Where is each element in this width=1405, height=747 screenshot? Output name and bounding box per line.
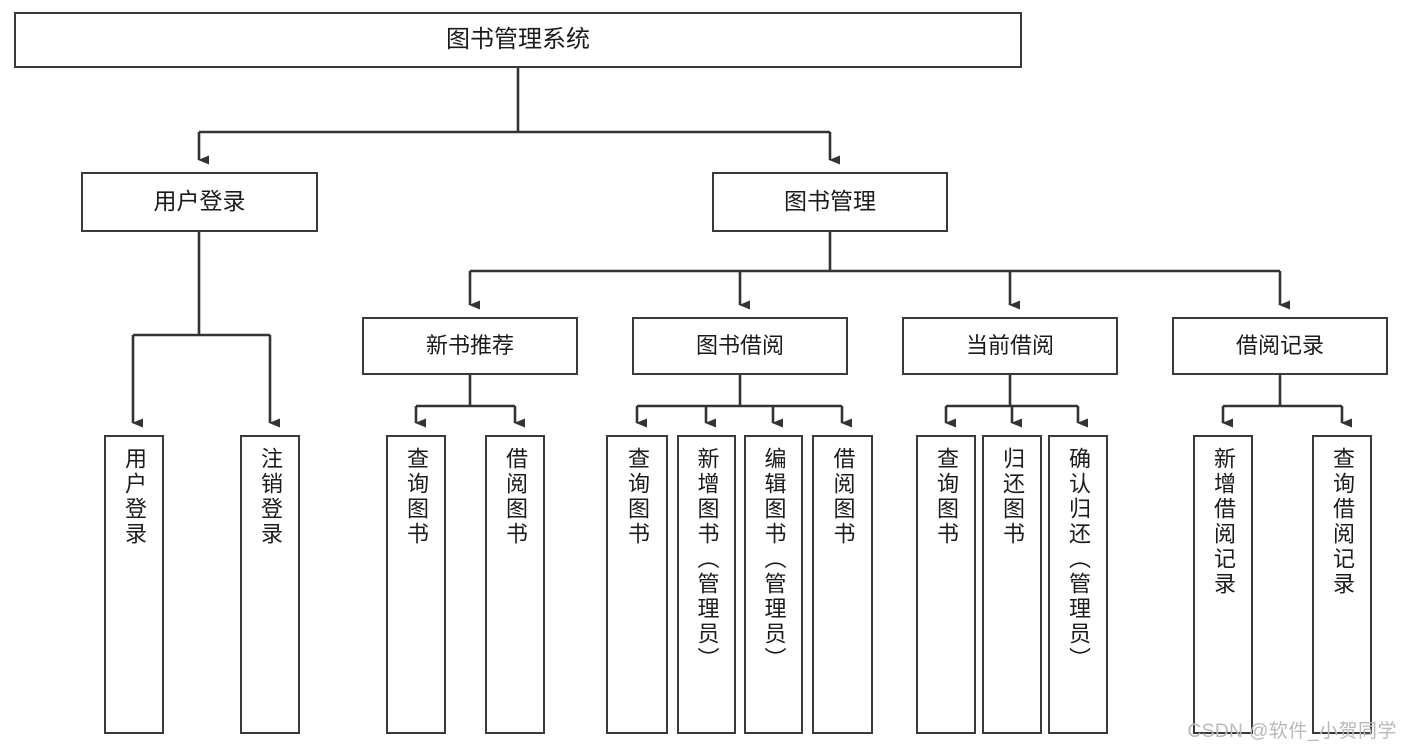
node-leaf-borrow-book-recommend[interactable]: 借阅图书 (485, 435, 545, 734)
node-leaf-query-book-borrow[interactable]: 查询图书 (606, 435, 668, 734)
node-leaf-borrow-book-recommend-label: 借阅图书 (503, 447, 528, 547)
node-leaf-logout[interactable]: 注销登录 (240, 435, 300, 734)
node-leaf-add-borrow-record[interactable]: 新增借阅记录 (1193, 435, 1253, 734)
node-leaf-edit-book-admin-label: 编辑图书（管理员） (761, 447, 787, 672)
node-new-book-recommend[interactable]: 新书推荐 (362, 317, 578, 375)
node-leaf-query-book-current[interactable]: 查询图书 (916, 435, 976, 734)
node-root[interactable]: 图书管理系统 (14, 12, 1022, 68)
node-leaf-confirm-return-admin[interactable]: 确认归还（管理员） (1048, 435, 1108, 734)
node-book-management[interactable]: 图书管理 (712, 172, 948, 232)
node-user-login[interactable]: 用户登录 (81, 172, 318, 232)
node-current-borrow[interactable]: 当前借阅 (902, 317, 1118, 375)
node-leaf-query-book-borrow-label: 查询图书 (625, 447, 650, 547)
node-user-login-label: 用户登录 (153, 188, 246, 215)
node-root-label: 图书管理系统 (446, 25, 590, 53)
node-leaf-confirm-return-admin-label: 确认归还（管理员） (1066, 447, 1091, 672)
node-leaf-query-book-current-label: 查询图书 (934, 447, 959, 547)
node-leaf-query-book-recommend[interactable]: 查询图书 (386, 435, 446, 734)
node-leaf-query-borrow-record[interactable]: 查询借阅记录 (1312, 435, 1372, 734)
node-leaf-return-book-label: 归还图书 (1000, 447, 1025, 547)
node-leaf-return-book[interactable]: 归还图书 (982, 435, 1042, 734)
node-book-management-label: 图书管理 (784, 188, 876, 215)
node-borrow-record[interactable]: 借阅记录 (1172, 317, 1388, 375)
node-leaf-logout-label: 注销登录 (258, 447, 283, 547)
node-leaf-edit-book-admin[interactable]: 编辑图书（管理员） (744, 435, 803, 734)
node-borrow-record-label: 借阅记录 (1235, 333, 1324, 359)
node-leaf-query-book-recommend-label: 查询图书 (404, 447, 429, 547)
node-current-borrow-label: 当前借阅 (965, 333, 1054, 359)
node-book-borrow[interactable]: 图书借阅 (632, 317, 848, 375)
node-leaf-add-borrow-record-label: 新增借阅记录 (1211, 447, 1236, 597)
node-leaf-add-book-admin[interactable]: 新增图书（管理员） (677, 435, 736, 734)
node-leaf-add-book-admin-label: 新增图书（管理员） (694, 447, 720, 672)
node-leaf-user-login-label: 用户登录 (122, 447, 147, 547)
csdn-watermark: CSDN @软件_小贺同学 (1187, 721, 1397, 742)
node-leaf-query-borrow-record-label: 查询借阅记录 (1330, 447, 1355, 597)
node-leaf-borrow-book[interactable]: 借阅图书 (812, 435, 873, 734)
node-leaf-user-login[interactable]: 用户登录 (104, 435, 164, 734)
node-leaf-borrow-book-label: 借阅图书 (830, 447, 856, 547)
node-book-borrow-label: 图书借阅 (695, 333, 784, 359)
node-new-book-recommend-label: 新书推荐 (425, 333, 514, 359)
